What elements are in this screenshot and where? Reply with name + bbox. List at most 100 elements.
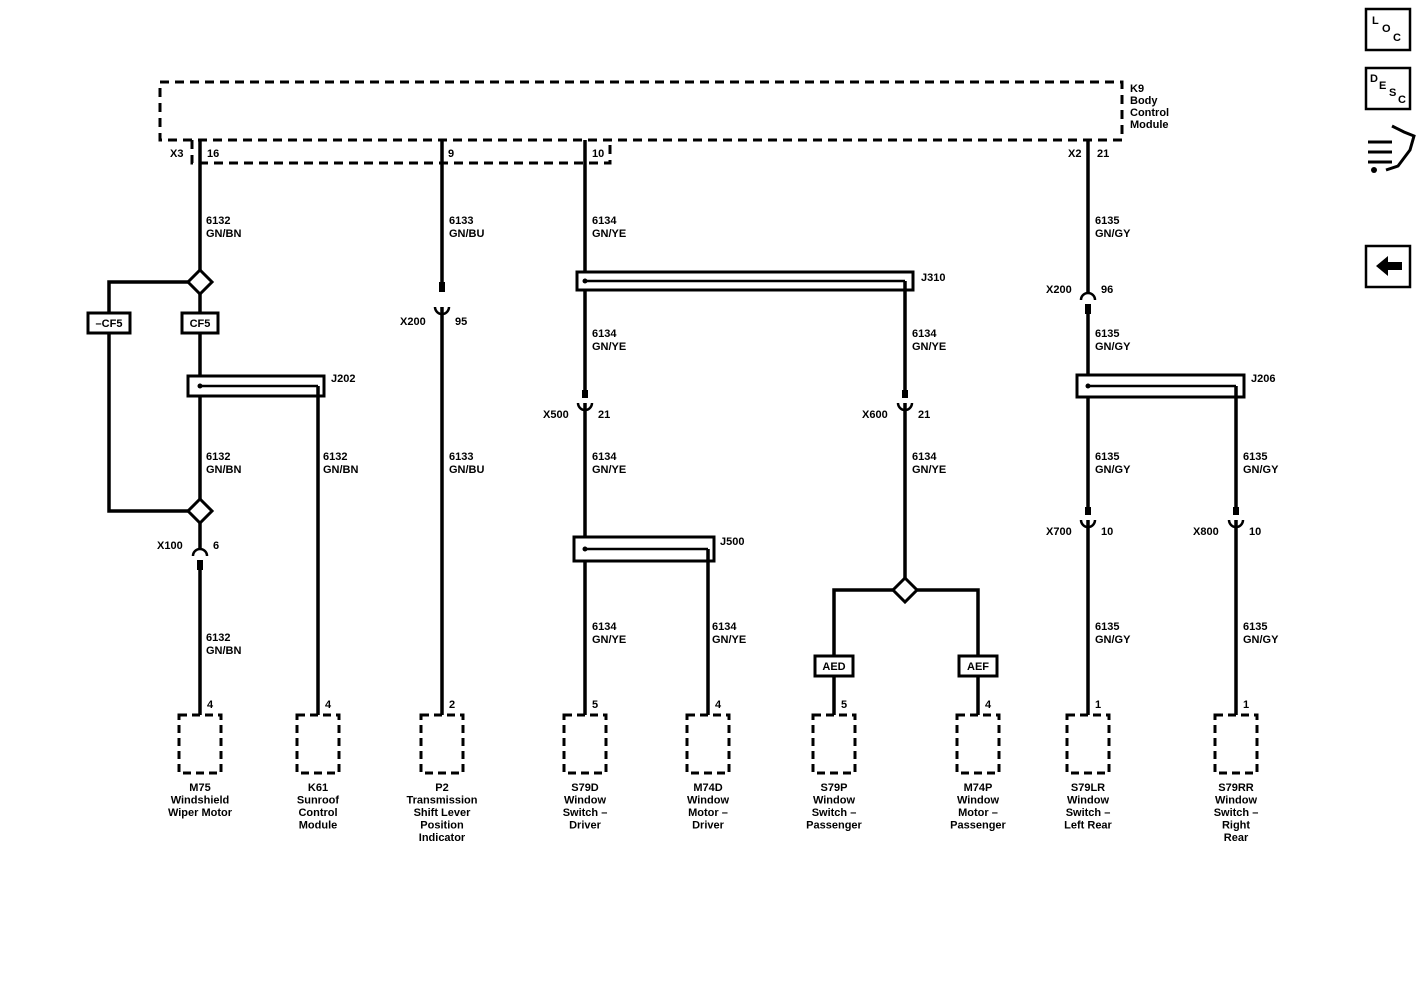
splice-label-j206: J206 [1251, 373, 1275, 385]
svg-text:GN/BU: GN/BU [449, 228, 485, 240]
component-box-p2 [419, 713, 465, 775]
wire-label-6134-c: 6134 GN/YE [912, 328, 946, 353]
wire-label-6134-d: 6134 GN/YE [592, 451, 626, 476]
component-label-s79d: Window [564, 795, 606, 807]
svg-text:C: C [1398, 94, 1406, 106]
component-box-m75 [177, 713, 223, 775]
wire-label-6132-d: 6132 GN/BN [206, 632, 242, 657]
component-label-m74p: M74P [964, 782, 993, 794]
wire-label-6134-a: 6134 GN/YE [592, 215, 626, 240]
component-label-m74d: Window [687, 795, 729, 807]
component-pin-p2: 2 [449, 699, 455, 711]
connector-x700-name: X700 [1046, 526, 1072, 538]
wire-label-6133-b: 6133 GN/BU [449, 451, 485, 476]
svg-text:6134: 6134 [592, 621, 617, 633]
component-label-p2: P2 [435, 782, 448, 794]
connector-x200-a-name: X200 [400, 316, 426, 328]
back-arrow-button[interactable] [1364, 244, 1412, 289]
wire-label-6134-g: 6134 GN/YE [712, 621, 746, 646]
svg-text:GN/GY: GN/GY [1243, 464, 1279, 476]
svg-text:–CF5: –CF5 [96, 318, 123, 330]
svg-text:6134: 6134 [712, 621, 737, 633]
svg-text:GN/YE: GN/YE [592, 228, 626, 240]
wire-label-6132-b: 6132 GN/BN [206, 451, 242, 476]
svg-text:GN/YE: GN/YE [912, 341, 946, 353]
component-label-s79lr: Left Rear [1064, 820, 1112, 832]
component-box-s79d [562, 713, 608, 775]
wire-label-6135-f: 6135 GN/GY [1243, 621, 1279, 646]
connector-x200-b-pin: 96 [1101, 284, 1113, 296]
component-box-s79lr [1065, 713, 1111, 775]
splice-label-j202: J202 [331, 373, 355, 385]
option-cf5 [180, 311, 220, 335]
svg-text:6132: 6132 [206, 451, 230, 463]
svg-text:GN/YE: GN/YE [712, 634, 746, 646]
desc-button[interactable]: D E S C [1364, 66, 1412, 111]
bcm-pin-16: 16 [207, 148, 219, 160]
connector-x600-name: X600 [862, 409, 888, 421]
option-aef [957, 654, 999, 678]
bcm-pin-21: 21 [1097, 148, 1109, 160]
svg-text:GN/GY: GN/GY [1243, 634, 1279, 646]
wire-label-6134-f: 6134 GN/YE [592, 621, 626, 646]
svg-text:6134: 6134 [912, 328, 937, 340]
component-label-s79lr: S79LR [1071, 782, 1105, 794]
component-pin-m74p: 4 [985, 699, 992, 711]
svg-text:6135: 6135 [1243, 621, 1267, 633]
component-label-p2: Transmission [407, 795, 478, 807]
connector-view-icon[interactable] [1368, 124, 1416, 173]
component-label-s79lr: Switch – [1066, 807, 1111, 819]
svg-text:GN/GY: GN/GY [1095, 634, 1131, 646]
connector-x500-pin: 21 [598, 409, 610, 421]
component-box-s79p [811, 713, 857, 775]
component-pin-m75: 4 [207, 699, 214, 711]
connector-x100-female [191, 547, 209, 557]
svg-text:GN/YE: GN/YE [912, 464, 946, 476]
wire-label-6135-a: 6135 GN/GY [1095, 215, 1131, 240]
wire-label-6135-d: 6135 GN/GY [1243, 451, 1279, 476]
bcm-outline [158, 80, 1124, 142]
component-label-s79p: S79P [821, 782, 848, 794]
component-label-m74p: Passenger [950, 820, 1006, 832]
svg-text:GN/GY: GN/GY [1095, 228, 1131, 240]
component-label-s79rr: Rear [1224, 832, 1249, 844]
component-label-s79rr: S79RR [1218, 782, 1254, 794]
svg-text:6133: 6133 [449, 451, 473, 463]
svg-text:6134: 6134 [592, 215, 617, 227]
loc-button[interactable]: L O C [1364, 7, 1412, 52]
connector-x200-b-name: X200 [1046, 284, 1072, 296]
option-aed [813, 654, 855, 678]
option-splice-bottom [185, 496, 215, 526]
wire-label-6134-b: 6134 GN/YE [592, 328, 626, 353]
bcm-pin-10: 10 [592, 148, 604, 160]
wire-label-6135-e: 6135 GN/GY [1095, 621, 1131, 646]
svg-text:6135: 6135 [1095, 215, 1119, 227]
component-label-s79p: Passenger [806, 820, 862, 832]
bcm-connector-x3: X3 [170, 148, 183, 160]
wire-label-6132-a: 6132 GN/BN [206, 215, 242, 240]
bcm-connector-x2: X2 [1068, 148, 1081, 160]
svg-text:C: C [1393, 32, 1401, 44]
component-box-s79rr [1213, 713, 1259, 775]
connector-x800-pin: 10 [1249, 526, 1261, 538]
svg-text:GN/YE: GN/YE [592, 341, 626, 353]
component-box-m74d [685, 713, 731, 775]
component-pin-s79lr: 1 [1095, 699, 1101, 711]
component-label-k61: Sunroof [297, 795, 339, 807]
component-label-p2: Shift Lever [414, 807, 472, 819]
component-label-k61: Control [298, 807, 337, 819]
connector-x100-male [197, 560, 203, 570]
svg-text:GN/BU: GN/BU [449, 464, 485, 476]
svg-text:GN/YE: GN/YE [592, 464, 626, 476]
svg-text:Body: Body [1130, 95, 1158, 107]
svg-text:6133: 6133 [449, 215, 473, 227]
component-box-m74p [955, 713, 1001, 775]
